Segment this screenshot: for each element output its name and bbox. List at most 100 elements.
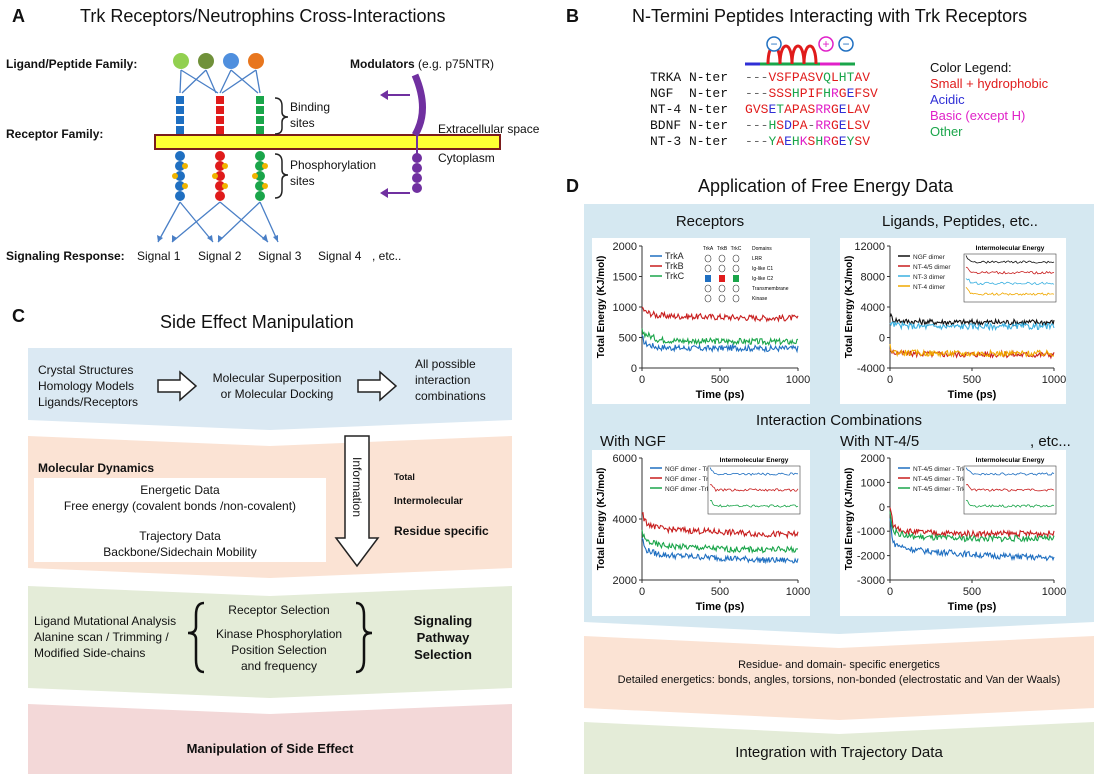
x-axis-label: Time (ps) <box>696 601 745 613</box>
y-tick-label: 4000 <box>613 514 637 526</box>
residue: Q <box>823 70 831 85</box>
x-axis-label: Time (ps) <box>696 389 745 401</box>
inset-series <box>965 484 1055 492</box>
energetics-text: Residue- and domain- specific energetics… <box>617 659 1061 686</box>
residue: V <box>815 70 824 85</box>
inset-series <box>965 266 1055 275</box>
x-tick-label: 1000 <box>1042 374 1066 386</box>
residue: A <box>776 134 785 149</box>
domain-col-label: TrkB <box>717 246 728 252</box>
signal-3: Signal 3 <box>258 249 302 263</box>
residue: T <box>846 70 855 85</box>
peptide-name-nt4: NT-4 N-ter <box>650 102 729 117</box>
residue: S <box>776 70 785 85</box>
helix-sign-2: + <box>822 37 829 51</box>
arrow-1 <box>157 370 198 402</box>
domain-name: Ig-like C2 <box>752 276 773 282</box>
x-tick-label: 0 <box>887 374 893 386</box>
domain-col-label: TrkA <box>703 246 714 252</box>
peptide-seq-trka: ---VSFPASVQLHTAV <box>745 70 878 86</box>
inset-frame <box>963 253 1057 303</box>
y-tick-label: 500 <box>619 333 637 345</box>
level-total: Total <box>394 472 415 482</box>
panel-c-bands <box>28 348 512 774</box>
with-nt45-title: With NT-4/5 <box>840 433 920 450</box>
series-line-ngf-dimer <box>889 312 1055 328</box>
residue: F <box>815 86 824 101</box>
peptide-name-trka: TRKA N-ter <box>650 70 729 85</box>
series-line-ngf-dimer-trkb <box>641 511 799 540</box>
residue: - <box>745 86 753 101</box>
y-tick-label: 1000 <box>861 477 885 489</box>
residue: H <box>791 86 800 101</box>
residue: V <box>870 86 878 101</box>
receptors-title: Receptors <box>675 213 745 230</box>
color-legend-title: Color Legend: <box>930 60 1012 75</box>
legend-label: TrkC <box>665 271 685 281</box>
color-legend: Color Legend: Small + hydrophobic Acidic… <box>930 60 1048 140</box>
domain-name: LRR <box>752 256 762 262</box>
domain-block <box>718 284 726 293</box>
panel-d-letter: D <box>566 176 579 196</box>
domain-block <box>704 284 712 293</box>
series-line-nt-4-5-dimer-trkc <box>889 511 1055 543</box>
legend-label: NT-4/5 dimer - TrkA <box>913 466 970 473</box>
peptide-name-bdnf: BDNF N-ter <box>650 118 729 133</box>
legend-label: TrkA <box>665 251 684 261</box>
residue: - <box>745 70 753 85</box>
domain-block <box>704 294 712 303</box>
peptide-name-ngf: NGF N-ter <box>650 86 729 101</box>
residue: H <box>815 134 824 149</box>
domain-name: Kinase <box>752 296 768 302</box>
y-tick-label: 0 <box>879 333 885 345</box>
x-tick-label: 1000 <box>786 586 810 598</box>
residue: Y <box>846 134 855 149</box>
signaling-response-label: Signaling Response: <box>6 249 125 263</box>
domain-block <box>718 294 726 303</box>
signal-2: Signal 2 <box>198 249 242 263</box>
series-line-trkc <box>641 328 799 347</box>
domain-block <box>704 264 712 273</box>
x-tick-label: 0 <box>639 374 645 386</box>
series-line-ngf-dimer-trkc <box>641 529 798 554</box>
residue: P <box>791 102 800 117</box>
band-integration <box>584 722 1094 774</box>
band-4 <box>28 704 512 774</box>
y-tick-label: -1000 <box>857 526 885 538</box>
peptide-seq-nt3: ---YAEHKSHRGEYSV <box>745 134 878 150</box>
residue: Y <box>768 134 777 149</box>
residue: V <box>862 102 870 117</box>
residue: V <box>768 70 777 85</box>
residue: L <box>830 70 839 85</box>
y-tick-label: -4000 <box>857 363 885 375</box>
residue: G <box>745 102 753 117</box>
y-tick-label: 8000 <box>861 272 885 284</box>
residue: - <box>752 134 761 149</box>
residue: V <box>862 118 870 133</box>
inset-series <box>709 467 799 476</box>
residue: S <box>807 102 816 117</box>
y-axis-label: Total Energy (KJ/mol) <box>596 468 607 571</box>
residue: S <box>862 86 870 101</box>
residue: A <box>784 102 792 117</box>
y-tick-label: 0 <box>879 502 885 514</box>
panel-c-title: Side Effect Manipulation <box>160 312 354 332</box>
legend-label: NT-3 dimer <box>913 274 946 281</box>
domain-block <box>704 254 712 263</box>
series-line-nt-4-5-dimer-trkb <box>889 507 1055 539</box>
signal-arrows <box>157 201 279 243</box>
receptor-trkb-intracellular <box>212 151 228 201</box>
residue: R <box>815 118 824 133</box>
panel-c-letter: C <box>12 306 25 326</box>
residue: - <box>745 118 753 133</box>
legend-basic: Basic (except H) <box>930 108 1026 123</box>
legend-label: NT-4 dimer <box>913 284 946 291</box>
inset-series <box>965 467 1055 476</box>
inset-series <box>965 278 1055 286</box>
residue: V <box>862 70 870 85</box>
level-intermolecular: Intermolecular <box>394 496 463 507</box>
signal-4: Signal 4 <box>318 249 362 263</box>
